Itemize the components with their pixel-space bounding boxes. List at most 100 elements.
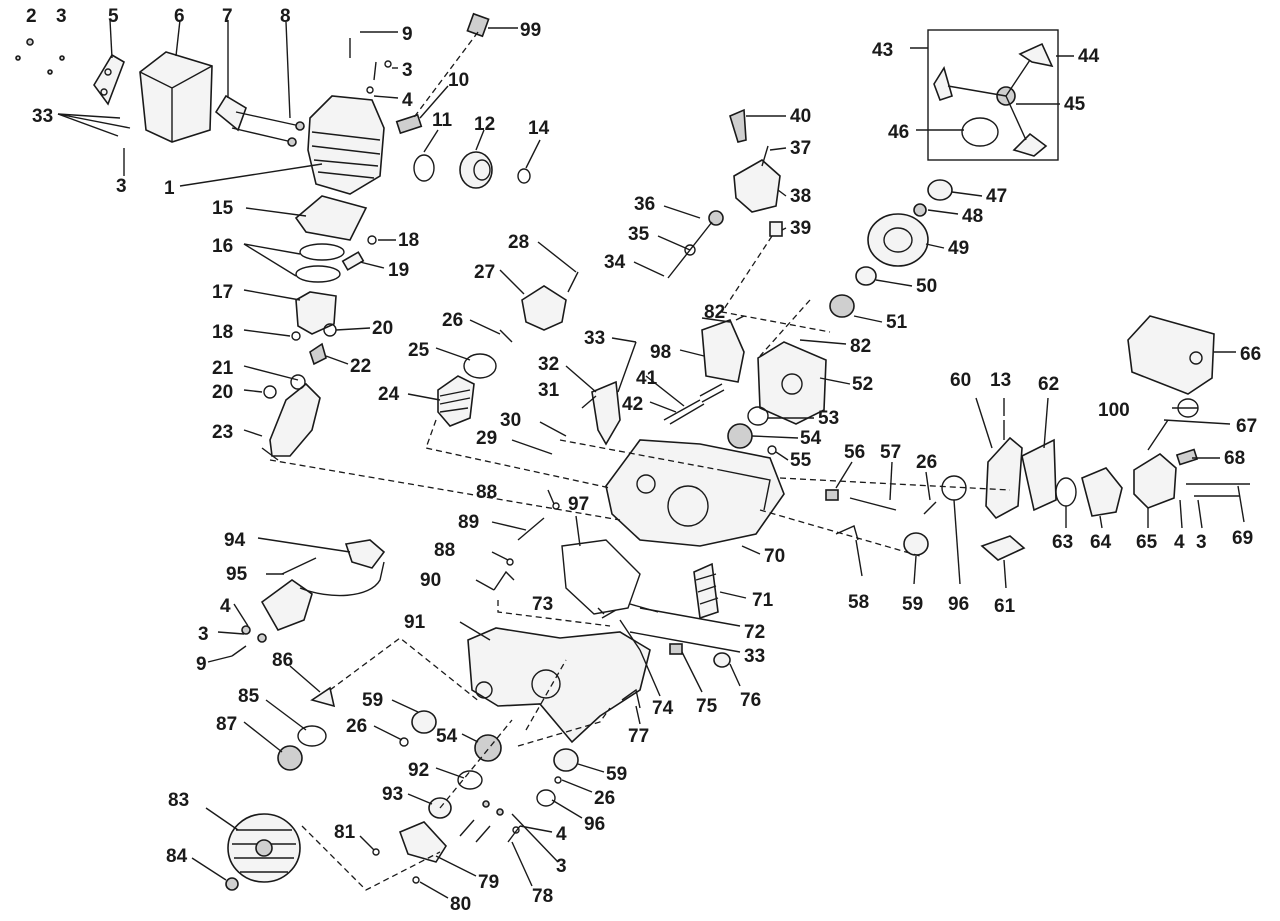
assembly-dashed-line	[759, 299, 811, 357]
part-number-6: 6	[174, 6, 185, 27]
bar-pin-part	[835, 525, 859, 541]
leader-line	[491, 551, 509, 561]
leader-line	[57, 113, 119, 137]
part-number-52: 52	[852, 374, 873, 395]
assembly-guide-lines	[269, 31, 1011, 891]
part-number-68: 68	[1224, 448, 1245, 469]
part-number-41: 41	[636, 368, 658, 389]
leader-line	[561, 779, 593, 793]
part-number-85: 85	[238, 686, 260, 707]
part-number-26: 26	[916, 452, 937, 473]
screw-part	[399, 737, 409, 747]
pump-ring-part	[684, 244, 696, 256]
part-number-14: 14	[528, 118, 550, 139]
clutch-shoe-part	[1018, 42, 1054, 68]
part-number-44: 44	[1078, 46, 1100, 67]
clutch-arm-part	[1005, 59, 1031, 97]
bushing-part	[769, 221, 783, 237]
bolt-part	[619, 619, 641, 651]
chain-brake-lever-part	[591, 380, 621, 446]
leader-line	[175, 19, 181, 57]
leader-line	[629, 631, 741, 653]
screw-part	[923, 501, 937, 515]
leader-line	[435, 855, 477, 877]
piston-pin-part	[341, 251, 365, 271]
part-number-3: 3	[556, 856, 567, 877]
part-number-33: 33	[584, 328, 605, 349]
part-number-84: 84	[166, 846, 188, 867]
part-number-4: 4	[402, 90, 413, 111]
part-number-67: 67	[1236, 416, 1257, 437]
part-number-64: 64	[1090, 532, 1112, 553]
crankcase-half-part	[467, 627, 651, 744]
leader-line	[1163, 419, 1231, 425]
leader-line	[633, 261, 665, 277]
part-number-90: 90	[420, 570, 441, 591]
screw-part	[59, 55, 65, 61]
air-filter-part	[1127, 315, 1215, 395]
leader-line	[617, 341, 637, 393]
part-number-96: 96	[948, 594, 969, 615]
part-number-19: 19	[388, 260, 409, 281]
gear-part	[474, 734, 502, 762]
cylinder-cover-part	[139, 51, 213, 143]
circlip-part	[457, 770, 483, 790]
part-number-91: 91	[404, 612, 426, 633]
screw-part	[507, 825, 521, 843]
long-bolt-part	[235, 111, 301, 127]
spring-coils	[695, 573, 719, 605]
part-number-21: 21	[212, 358, 234, 379]
screw-part	[412, 876, 420, 884]
crankshaft-part	[269, 382, 321, 457]
assembly-dashed-line	[720, 235, 831, 333]
part-number-4: 4	[220, 596, 231, 617]
leader-line	[435, 767, 465, 779]
ring-seal-part	[413, 154, 435, 182]
screw-part	[767, 445, 777, 455]
part-number-15: 15	[212, 198, 234, 219]
part-number-51: 51	[886, 312, 908, 333]
part-number-99: 99	[520, 20, 541, 41]
part-number-47: 47	[986, 186, 1007, 207]
part-number-56: 56	[844, 442, 865, 463]
chain-plate-part	[701, 318, 745, 383]
leader-line	[419, 881, 449, 899]
bracket-part	[621, 688, 641, 709]
part-number-35: 35	[628, 224, 650, 245]
leader-line	[233, 603, 249, 627]
leader-line	[611, 337, 637, 343]
part-number-9: 9	[402, 24, 413, 45]
flywheel-hub	[255, 839, 273, 857]
leader-line	[109, 19, 113, 59]
part-number-40: 40	[790, 106, 811, 127]
pump-gear-hole	[781, 373, 803, 395]
leader-line	[649, 401, 677, 413]
intake-manifold-part	[1081, 467, 1123, 517]
assembly-dashed-line	[779, 477, 1011, 491]
carburetor-part	[1133, 453, 1177, 509]
leader-line	[243, 243, 297, 277]
intake-boot-inner	[473, 159, 491, 181]
part-number-82: 82	[850, 336, 871, 357]
part-number-labels: 2 3 5 6 7 8 33 3 1 9 3 4 10 11 12 14 99 …	[26, 6, 1261, 915]
part-number-100: 100	[1098, 400, 1130, 421]
part-number-3: 3	[198, 624, 209, 645]
leader-line	[469, 319, 501, 335]
bearing-part	[903, 532, 929, 556]
leader-line	[419, 85, 449, 119]
screw-part	[281, 557, 317, 575]
leader-line	[741, 545, 761, 555]
part-number-31: 31	[538, 380, 560, 401]
crank-pin-part	[290, 374, 306, 390]
part-number-45: 45	[1064, 94, 1086, 115]
leader-line	[1197, 499, 1203, 529]
nut-part	[669, 643, 683, 655]
clutch-spring-part	[961, 117, 999, 147]
side-plate-part	[985, 436, 1023, 520]
leader-line	[243, 365, 299, 381]
crankcase-gasket-part	[561, 539, 641, 615]
bolt-part	[567, 271, 579, 293]
leader-line	[575, 515, 581, 547]
part-number-98: 98	[650, 342, 671, 363]
throttle-body-part	[733, 159, 781, 213]
